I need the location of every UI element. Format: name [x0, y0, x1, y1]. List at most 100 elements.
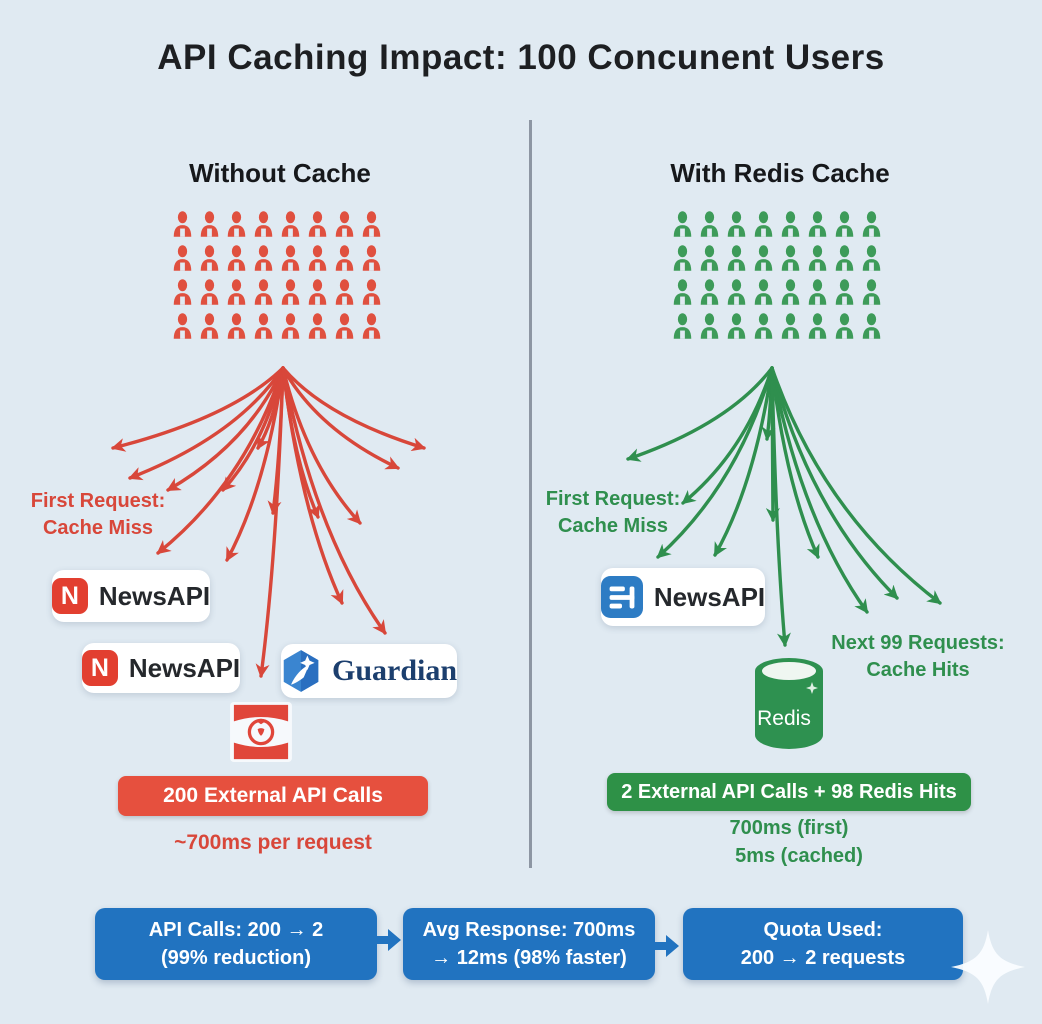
summary-box-api-calls: API Calls: 200 → 2 (99% reduction) — [95, 908, 377, 980]
user-icon — [699, 312, 726, 346]
newsapi-red-icon: N — [51, 578, 88, 614]
user-icon — [753, 210, 780, 244]
user-icon — [280, 278, 307, 312]
user-icon — [361, 312, 388, 346]
newsapi-badge-label: NewsAPI — [128, 652, 241, 683]
user-icon — [753, 278, 780, 312]
page-title: API Caching Impact: 100 Concunent Users — [157, 38, 885, 77]
user-icon — [172, 278, 199, 312]
user-icon — [672, 312, 699, 346]
newsapi-badge-label: NewsAPI — [98, 580, 211, 611]
newsapi-blue-icon — [600, 576, 643, 618]
guardian-badge: Guardian — [281, 644, 457, 698]
request-arrow — [713, 366, 774, 557]
left-user-grid — [172, 210, 388, 346]
user-icon — [699, 244, 726, 278]
user-icon — [199, 312, 226, 346]
user-icon — [199, 210, 226, 244]
user-icon — [699, 278, 726, 312]
user-icon — [780, 278, 807, 312]
user-icon — [861, 312, 888, 346]
column-divider — [529, 120, 532, 868]
user-icon — [361, 278, 388, 312]
user-icon — [834, 312, 861, 346]
request-arrow — [281, 366, 426, 452]
user-icon — [280, 312, 307, 346]
user-icon — [726, 312, 753, 346]
right-user-grid — [672, 210, 888, 346]
redis-sparkle-icon — [806, 682, 818, 694]
summary-box-line1: Quota Used: — [763, 919, 883, 941]
user-icon — [226, 278, 253, 312]
left-first-request-line2: Cache Miss — [42, 517, 154, 539]
newsapi-letter: N — [90, 653, 109, 682]
redis-label: Redis — [757, 707, 811, 730]
user-icon — [199, 244, 226, 278]
left-column-heading: Without Cache — [189, 158, 371, 188]
user-icon — [726, 244, 753, 278]
sparkle-icon — [951, 930, 1025, 1004]
right-total-calls-banner: 2 External API Calls + 98 Redis Hits — [607, 773, 971, 811]
left-first-request-line1: First Request: — [30, 490, 166, 512]
newsapi-badge: N NewsAPI — [51, 570, 211, 622]
newsapi-red-icon: N — [81, 650, 118, 686]
request-arrow — [128, 366, 285, 481]
user-icon — [699, 210, 726, 244]
user-icon — [226, 210, 253, 244]
user-icon — [834, 244, 861, 278]
next-requests-line2: Cache Hits — [866, 659, 970, 681]
user-icon — [253, 244, 280, 278]
user-icon — [334, 312, 361, 346]
user-icon — [672, 278, 699, 312]
right-first-request-line2: Cache Miss — [557, 515, 669, 537]
summary-box-line2: 200 → 2 requests — [740, 947, 906, 969]
request-arrow — [765, 366, 780, 522]
summary-box-line2: → 12ms (98% faster) — [431, 947, 627, 969]
user-icon — [861, 278, 888, 312]
request-arrow — [761, 366, 776, 441]
next-requests-line1: Next 99 Requests: — [831, 632, 1005, 654]
redis-cache: Redis — [752, 655, 826, 752]
user-icon — [861, 210, 888, 244]
left-latency-label: ~700ms per request — [174, 831, 372, 854]
user-icon — [861, 244, 888, 278]
summary-box-line1: API Calls: 200 → 2 — [148, 919, 324, 941]
right-latency-cached-label: 5ms (cached) — [735, 845, 863, 867]
request-arrow — [626, 366, 774, 462]
summary-box-line1: Avg Response: 700ms — [422, 919, 636, 941]
user-icon — [226, 312, 253, 346]
user-icon — [753, 312, 780, 346]
user-icon — [780, 210, 807, 244]
newsapi-badge: N NewsAPI — [81, 643, 241, 693]
user-icon — [334, 278, 361, 312]
user-icon — [307, 244, 334, 278]
user-icon — [361, 210, 388, 244]
user-icon — [807, 278, 834, 312]
summary-box-quota-used: Quota Used: 200 → 2 requests — [683, 908, 963, 980]
user-icon — [172, 210, 199, 244]
left-first-request-label: First Request: Cache Miss — [14, 488, 182, 542]
guardian-hexagon-icon — [283, 650, 319, 692]
request-arrow — [681, 366, 774, 505]
newsapi-badge: NewsAPI — [600, 568, 766, 626]
request-arrow — [770, 366, 899, 600]
user-icon — [807, 244, 834, 278]
request-arrow — [225, 366, 285, 562]
right-column-heading: With Redis Cache — [670, 158, 890, 188]
user-icon — [253, 312, 280, 346]
summary-box-avg-response: Avg Response: 700ms → 12ms (98% faster) — [403, 908, 655, 980]
user-icon — [780, 244, 807, 278]
user-icon — [280, 210, 307, 244]
request-arrow — [281, 366, 400, 470]
left-total-calls-banner: 200 External API Calls — [118, 776, 428, 816]
newsapi-badge-label: NewsAPI — [653, 581, 766, 612]
user-icon — [807, 210, 834, 244]
user-icon — [361, 244, 388, 278]
right-first-request-label: First Request: Cache Miss — [534, 486, 692, 540]
user-icon — [726, 210, 753, 244]
user-icon — [834, 210, 861, 244]
user-icon — [753, 244, 780, 278]
request-arrow — [281, 366, 362, 525]
guardian-badge-label: Guardian — [331, 654, 458, 687]
user-icon — [334, 210, 361, 244]
